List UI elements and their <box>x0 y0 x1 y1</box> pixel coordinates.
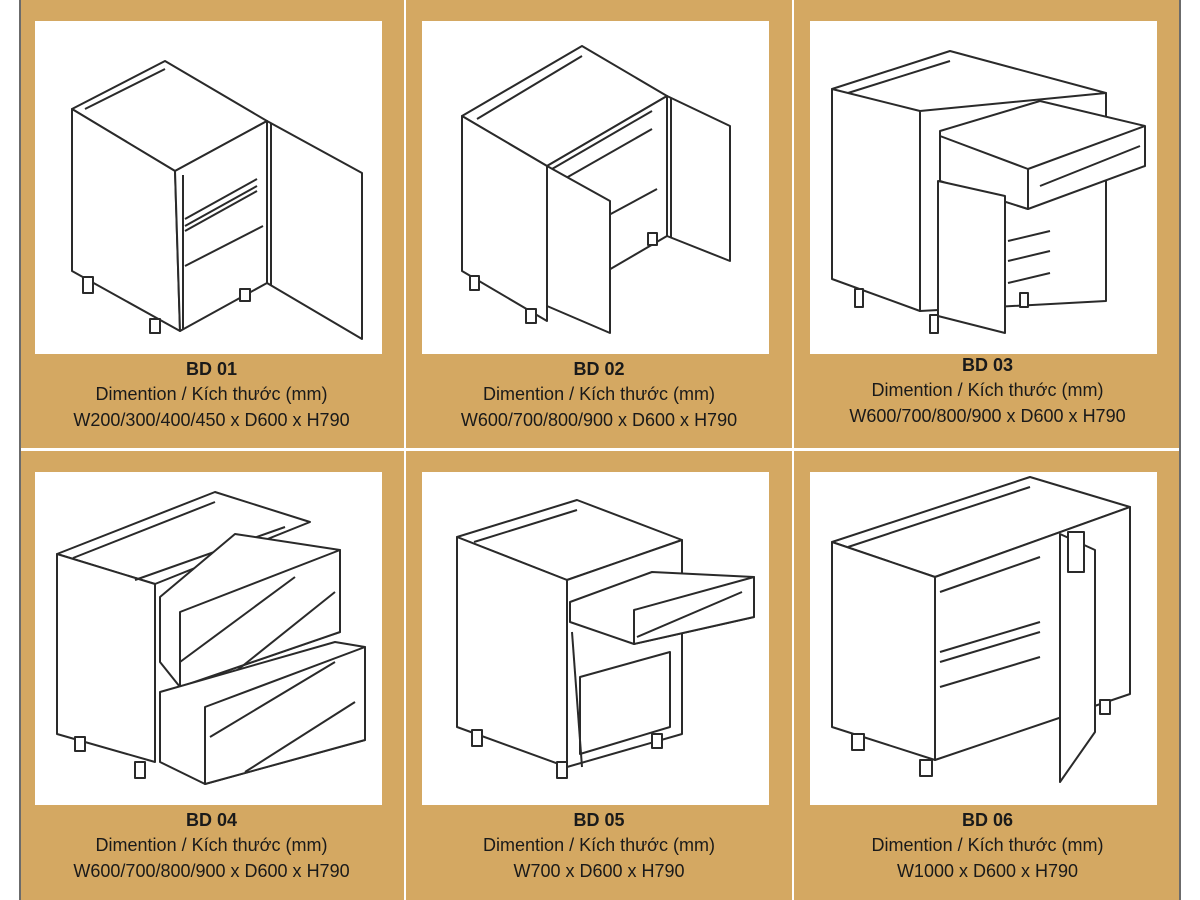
dimension-label: Dimention / Kích thước (mm) <box>871 835 1104 855</box>
cabinet-code: BD 01 <box>185 359 238 379</box>
double-door-base-cabinet-icon <box>422 21 769 354</box>
cabinet-card-bd01: BD 01 Dimention / Kích thước (mm) W200/3… <box>19 0 404 448</box>
cabinet-catalog-grid: BD 01 Dimention / Kích thước (mm) W200/3… <box>19 0 1181 900</box>
dimension-label: Dimention / Kích thước (mm) <box>483 835 715 855</box>
cabinet-card-bd05: BD 05 Dimention / Kích thước (mm) W700 x… <box>406 451 792 900</box>
grid-border-right <box>1179 0 1181 900</box>
cabinet-size: W600/700/800/900 x D600 x H790 <box>73 861 350 881</box>
dimension-label: Dimention / Kích thước (mm) <box>871 380 1104 400</box>
cabinet-code: BD 03 <box>961 355 1014 375</box>
cabinet-size: W700 x D600 x H790 <box>513 861 685 881</box>
cabinet-code: BD 02 <box>573 359 625 379</box>
corner-base-cabinet-icon <box>810 472 1157 805</box>
cabinet-card-bd03: BD 03 Dimention / Kích thước (mm) W600/7… <box>794 0 1181 448</box>
drawer-and-door-base-cabinet-icon <box>810 21 1157 354</box>
cabinet-size: W600/700/800/900 x D600 x H790 <box>849 406 1126 426</box>
dimension-label: Dimention / Kích thước (mm) <box>95 384 328 404</box>
two-drawer-base-cabinet-icon <box>35 472 382 805</box>
cabinet-code: BD 06 <box>961 810 1014 830</box>
dimension-label: Dimention / Kích thước (mm) <box>483 384 715 404</box>
cabinet-size: W200/300/400/450 x D600 x H790 <box>73 410 350 430</box>
cabinet-card-bd06: BD 06 Dimention / Kích thước (mm) W1000 … <box>794 451 1181 900</box>
cabinet-card-bd04: BD 04 Dimention / Kích thước (mm) W600/7… <box>19 451 404 900</box>
cabinet-code: BD 05 <box>573 810 625 830</box>
drawer-oven-base-cabinet-icon <box>422 472 769 805</box>
cabinet-code: BD 04 <box>185 810 238 830</box>
cabinet-size: W600/700/800/900 x D600 x H790 <box>460 410 738 430</box>
cabinet-card-bd02: BD 02 Dimention / Kích thước (mm) W600/7… <box>406 0 792 448</box>
grid-border-left <box>19 0 21 900</box>
cabinet-size: W1000 x D600 x H790 <box>896 861 1079 881</box>
dimension-label: Dimention / Kích thước (mm) <box>95 835 328 855</box>
single-door-base-cabinet-icon <box>35 21 382 354</box>
